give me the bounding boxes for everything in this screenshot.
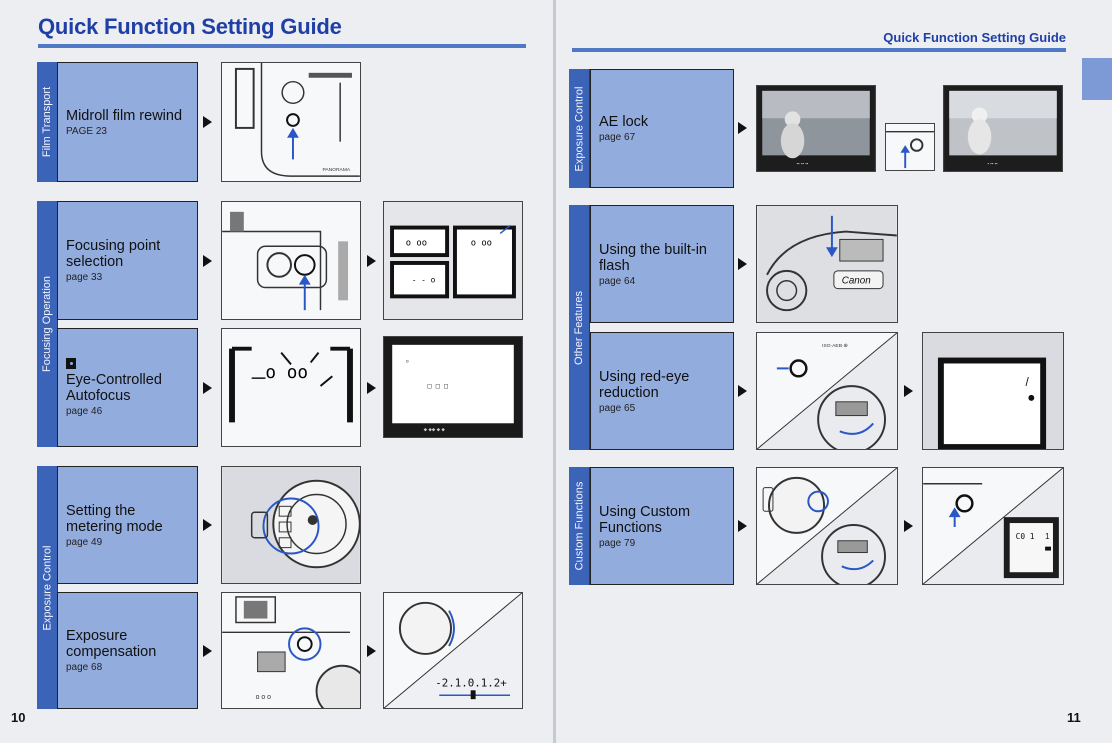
function-name: Using red-eye reduction [599,368,690,401]
svg-text:⬥ ⬥⬥ ⬥ ⬥: ⬥ ⬥⬥ ⬥ ⬥ [424,428,446,433]
exposure-scale-label: -2.1.0.1.2+ [435,676,507,689]
function-midroll-rewind: Midroll film rewind PAGE 23 [57,62,198,182]
function-eye-controlled-af: Eye-Controlled Autofocus page 46 [57,328,198,447]
page-title-left: Quick Function Setting Guide [38,14,342,39]
arrow-right-icon [203,519,212,531]
function-name: Eye-Controlled Autofocus [66,372,162,404]
illustration-red-eye-display: / [922,332,1064,450]
function-page: page 46 [66,406,103,417]
arrow-right-icon [367,382,376,394]
arrow-right-icon [904,520,913,532]
page-title-right: Quick Function Setting Guide [883,30,1066,45]
svg-text:□ □ □: □ □ □ [428,382,449,390]
cf-display-value: 1 [1045,532,1049,541]
title-rule-right [572,48,1066,52]
svg-text:/: / [1025,376,1029,389]
function-red-eye-reduction: Using red-eye reduction page 65 [590,332,734,450]
svg-text:▪▪ ▪▪ ▪▪: ▪▪ ▪▪ ▪▪ [796,161,808,166]
category-exposure-control-left: Exposure Control [37,466,58,709]
function-metering-mode: Setting the metering mode page 49 [57,466,198,584]
illustration-rewind-button: PANORAMA [221,62,361,182]
page-number-left: 10 [11,710,26,725]
function-page: page 68 [66,662,103,673]
function-name: AE lock [599,114,649,130]
svg-text:ISO·AEB·⊕: ISO·AEB·⊕ [822,343,848,349]
function-built-in-flash: Using the built-in flash page 64 [590,205,734,323]
page-number-right: 11 [1067,710,1081,725]
function-exposure-compensation: Exposure compensation page 68 [57,592,198,709]
svg-text:o o o: o o o [256,694,271,701]
function-page: PAGE 23 [66,125,107,137]
arrow-right-icon [904,385,913,397]
category-custom-functions: Custom Functions [569,467,590,585]
illustration-red-eye-buttons: ISO·AEB·⊕ [756,332,898,450]
function-page: page 67 [599,132,636,143]
category-film-transport: Film Transport [37,62,58,182]
illustration-ae-lock-photo: ▪▪ ▪▪ ▪▪ [756,85,876,172]
svg-text:o oo: o oo [471,238,492,248]
svg-text:o oo: o oo [406,238,427,248]
function-name: Midroll film rewind [66,107,183,124]
svg-text:- - o: - - o [412,276,436,285]
arrow-right-icon [738,258,747,270]
illustration-metering-dial [221,466,361,584]
svg-text:o oo: o oo [265,363,308,383]
page-edge-tab [1082,58,1112,100]
category-exposure-control-right: Exposure Control [569,69,590,188]
illustration-eye-af-viewfinder: o oo [221,328,361,447]
arrow-right-icon [203,382,212,394]
svg-text:▪ ▪▪ ▪▪: ▪ ▪▪ ▪▪ [987,161,998,166]
function-name: Using the built-in flash [599,241,707,274]
illustration-ae-lock-result: ▪ ▪▪ ▪▪ [943,85,1063,172]
eye-control-icon [66,358,76,369]
illustration-ae-lock-button [885,123,935,171]
panorama-label: PANORAMA [322,167,350,173]
function-page: page 49 [66,536,103,548]
canon-logo: Canon [842,276,871,287]
illustration-exposure-dial: -2.1.0.1.2+ [383,592,523,709]
illustration-focus-display: o oo - - o o oo [383,201,523,320]
illustration-custom-display: C0 1 1 [922,467,1064,585]
function-focusing-point: Focusing point selection page 33 [57,201,198,320]
arrow-right-icon [367,255,376,267]
title-rule-left [38,44,526,48]
function-name: Setting the metering mode [66,502,163,535]
function-page: page 33 [66,272,103,283]
function-custom-functions: Using Custom Functions page 79 [590,467,734,585]
svg-text:o: o [406,359,409,364]
illustration-focus-button [221,201,361,320]
function-page: page 79 [599,537,636,549]
arrow-right-icon [738,520,747,532]
cf-display-code: C0 1 [1016,532,1035,541]
arrow-right-icon [203,116,212,128]
function-name: Using Custom Functions [599,503,691,536]
illustration-eye-af-display: o □ □ □ ⬥ ⬥⬥ ⬥ ⬥ [383,336,523,438]
function-page: page 64 [599,275,636,287]
function-name: Focusing point selection [66,238,161,270]
illustration-custom-dial [756,467,898,585]
arrow-right-icon [203,645,212,657]
category-other-features: Other Features [569,205,590,450]
illustration-exposure-button: o o o [221,592,361,709]
arrow-right-icon [367,645,376,657]
arrow-right-icon [738,122,747,134]
page-gutter [553,0,556,743]
arrow-right-icon [738,385,747,397]
function-page: page 65 [599,402,636,414]
function-name: Exposure compensation [66,628,157,660]
function-ae-lock: AE lock page 67 [590,69,734,188]
category-focusing-operation: Focusing Operation [37,201,58,447]
illustration-flash-camera: Canon [756,205,898,323]
arrow-right-icon [203,255,212,267]
